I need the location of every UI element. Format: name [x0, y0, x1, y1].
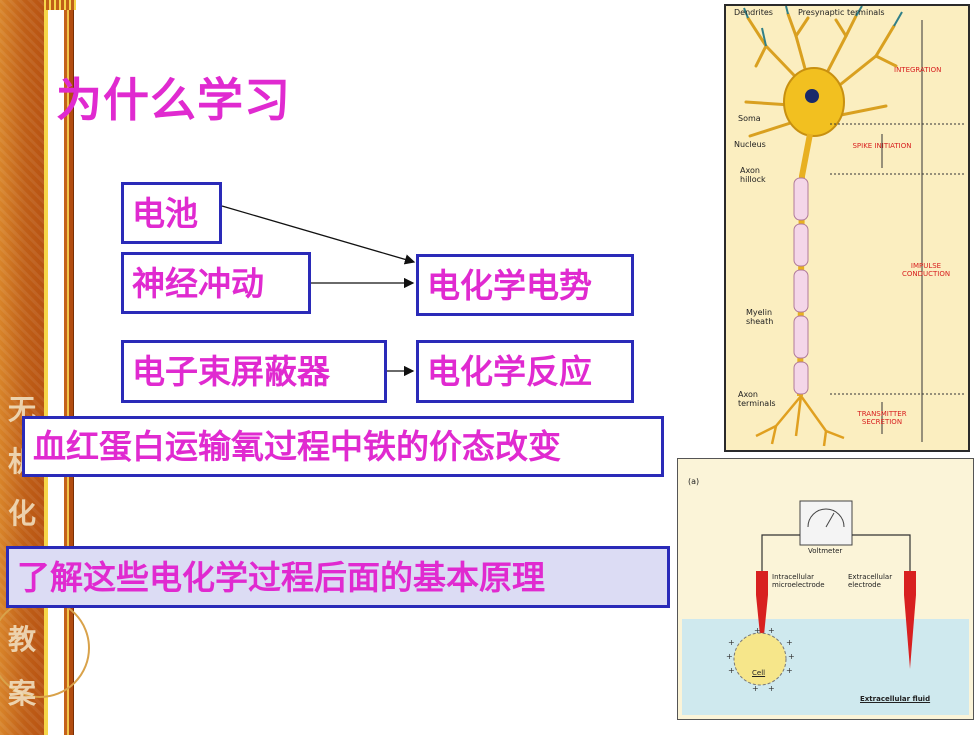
label-cell: Cell — [752, 669, 766, 677]
label-nucleus: Nucleus — [734, 140, 766, 149]
arrow-battery-to-potential — [221, 205, 416, 265]
label-myelin-sheath: Myelin sheath — [746, 308, 774, 326]
side-line — [67, 0, 69, 735]
side-line — [44, 0, 48, 735]
svg-text:+: + — [786, 666, 793, 675]
top-stripe — [44, 0, 76, 10]
box-understand: 了解这些电化学过程后面的基本原理 — [6, 546, 670, 608]
box-echem-reaction: 电化学反应 — [416, 340, 634, 403]
label-axon-hillock: Axon hillock — [740, 166, 766, 184]
svg-text:+: + — [728, 638, 735, 647]
svg-text:+: + — [752, 684, 759, 693]
label-voltmeter: Voltmeter — [808, 547, 843, 555]
label-integration: INTEGRATION — [894, 66, 942, 74]
label-extracellular-fluid: Extracellular fluid — [860, 695, 931, 703]
side-char: 案 — [7, 677, 36, 710]
electrode-figure: + + + + + + + + + + (a) Voltmeter Intracellula… — [677, 458, 974, 720]
svg-text:+: + — [768, 684, 775, 693]
side-char: 化 — [7, 497, 36, 530]
svg-text:+: + — [728, 666, 735, 675]
side-line — [69, 0, 73, 735]
box-echem-potential: 电化学电势 — [416, 254, 634, 316]
box-electron-shield: 电子束屏蔽器 — [121, 340, 387, 403]
svg-text:+: + — [754, 626, 761, 635]
box-battery: 电池 — [121, 182, 222, 244]
label-transmitter-secretion: TRANSMITTER SECRETION — [857, 410, 907, 426]
svg-text:+: + — [726, 652, 733, 661]
label-soma: Soma — [738, 114, 761, 123]
label-axon-terminals: Axon terminals — [738, 390, 776, 408]
side-line — [73, 0, 74, 735]
label-dendrites: Dendrites — [734, 8, 773, 17]
box-hemoglobin: 血红蛋白运输氧过程中铁的价态改变 — [22, 416, 664, 477]
side-line — [64, 0, 67, 735]
label-intracellular: Intracellular microelectrode — [772, 573, 825, 589]
label-spike-initiation: SPIKE INITIATION — [852, 142, 912, 150]
slide-title: 为什么学习 — [56, 73, 291, 127]
label-impulse-conduction: IMPULSE CONDUCTION — [901, 262, 951, 278]
label-panel-a: (a) — [688, 477, 700, 486]
box-nerve-impulse: 神经冲动 — [121, 252, 311, 314]
svg-text:+: + — [768, 626, 775, 635]
svg-text:+: + — [786, 638, 793, 647]
neuron-drawing — [743, 6, 966, 447]
neuron-figure: Dendrites Presynaptic terminals Soma Nuc… — [724, 4, 970, 452]
label-presynaptic: Presynaptic terminals — [798, 8, 885, 17]
electrode-drawing: + + + + + + + + + + — [682, 500, 969, 715]
side-char: 教 — [7, 623, 36, 656]
svg-text:+: + — [788, 652, 795, 661]
label-extracellular: Extracellular electrode — [848, 573, 893, 589]
